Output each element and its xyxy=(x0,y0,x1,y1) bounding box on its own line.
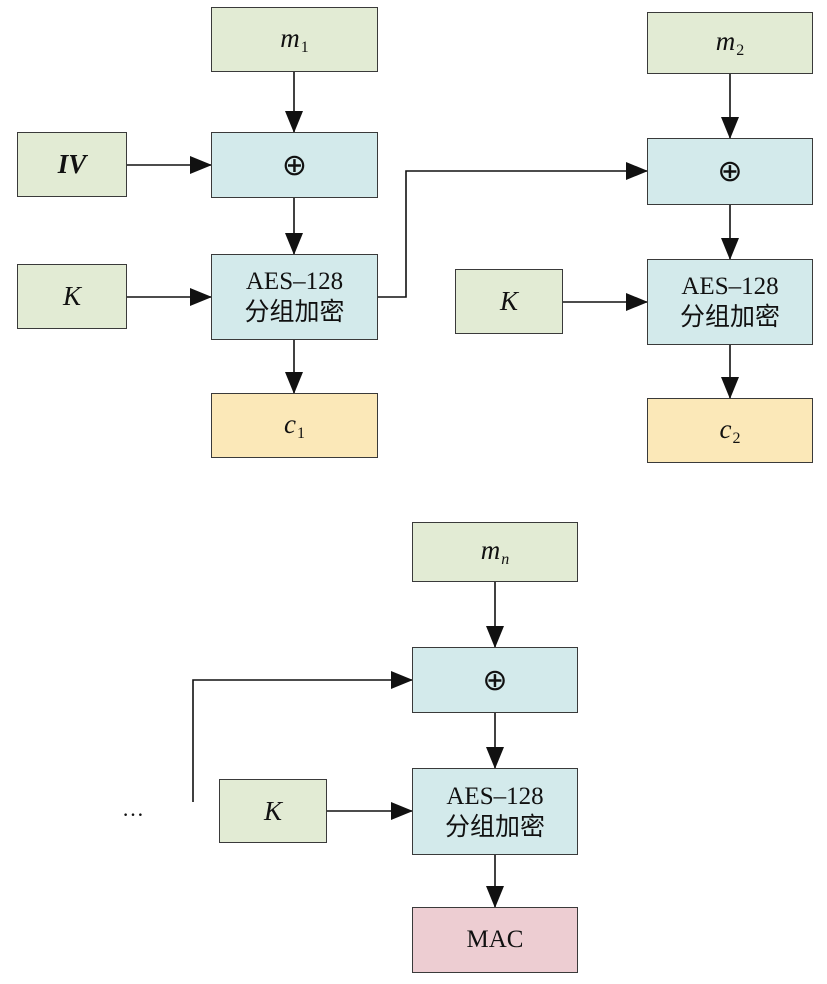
aes-block-1: AES–128 分组加密 xyxy=(211,254,378,340)
ciphertext-block-1: c1 xyxy=(211,393,378,458)
xor-n-icon: ⊕ xyxy=(482,662,508,698)
ciphertext-1-subscript: 1 xyxy=(296,424,305,442)
key-2-label: K xyxy=(499,286,518,316)
xor-block-1: ⊕ xyxy=(211,132,378,198)
aes-1-line1: AES–128 xyxy=(245,268,344,295)
message-1-subscript: 1 xyxy=(300,38,309,56)
chain-aes1-to-xor2 xyxy=(378,162,648,298)
aes-n-line1: AES–128 xyxy=(446,782,544,810)
key-block-1: K xyxy=(17,264,127,329)
ciphertext-block-2: c2 xyxy=(647,398,813,463)
ellipsis-continuation: … xyxy=(122,796,144,821)
key-n-label: K xyxy=(263,795,282,826)
message-1-label: m xyxy=(280,22,300,53)
aes-block-n: AES–128 分组加密 xyxy=(412,768,578,855)
aes-1-line2: 分组加密 xyxy=(244,299,345,326)
aes-2-line2: 分组加密 xyxy=(679,304,780,331)
mac-label: MAC xyxy=(466,926,524,953)
ciphertext-1-label: c xyxy=(284,408,296,439)
iv-block: IV xyxy=(17,132,127,197)
key-block-2: K xyxy=(455,269,563,334)
message-block-2: m2 xyxy=(647,12,813,74)
xor-1-icon: ⊕ xyxy=(281,147,308,183)
message-block-1: m1 xyxy=(211,7,378,72)
message-block-n: mn xyxy=(412,522,578,582)
message-n-subscript: n xyxy=(501,551,510,568)
aes-2-line1: AES–128 xyxy=(681,273,779,300)
message-n-label: m xyxy=(480,535,501,565)
mac-block: MAC xyxy=(412,907,578,973)
aes-n-line2: 分组加密 xyxy=(444,813,545,841)
iv-label: IV xyxy=(57,149,87,179)
xor-2-icon: ⊕ xyxy=(717,154,743,189)
chain-prev-to-xorn xyxy=(192,671,413,802)
message-2-subscript: 2 xyxy=(736,42,745,59)
key-1-label: K xyxy=(62,281,81,311)
message-2-label: m xyxy=(715,26,736,56)
xor-block-2: ⊕ xyxy=(647,138,813,205)
ciphertext-2-label: c xyxy=(719,413,732,444)
aes-block-2: AES–128 分组加密 xyxy=(647,259,813,345)
xor-block-n: ⊕ xyxy=(412,647,578,713)
ciphertext-2-subscript: 2 xyxy=(732,429,741,447)
key-block-n: K xyxy=(219,779,327,843)
